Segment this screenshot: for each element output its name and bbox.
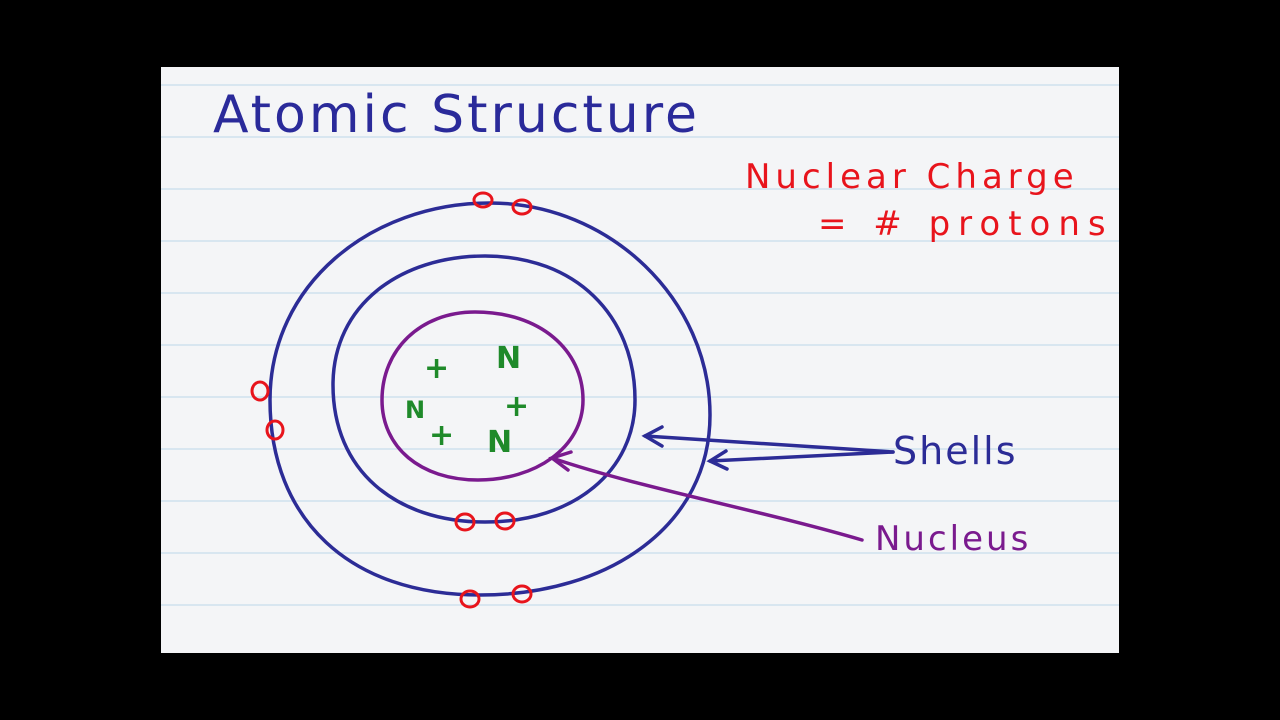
electron	[472, 191, 494, 209]
proton: +	[504, 389, 529, 424]
nucleus-particles: + N N + + N	[405, 341, 529, 460]
electron	[511, 584, 533, 604]
electron	[265, 419, 285, 441]
outer-shell	[268, 201, 712, 597]
neutron: N	[405, 396, 425, 424]
nucleus-label: Nucleus	[875, 519, 1031, 559]
electron	[511, 198, 533, 216]
electron	[459, 589, 481, 609]
page-title: Atomic Structure	[213, 85, 700, 145]
neutron: N	[496, 341, 521, 376]
shells-arrows	[641, 425, 895, 471]
note-line-2: = # protons	[818, 204, 1114, 244]
nucleus-circle	[380, 310, 585, 482]
ruled-lines	[161, 84, 1119, 606]
note-line-1: Nuclear Charge	[745, 157, 1079, 197]
shells-label: Shells	[893, 429, 1018, 473]
inner-shell	[331, 254, 637, 524]
paper-background	[161, 67, 1119, 653]
electron	[494, 511, 516, 531]
electrons	[250, 191, 533, 609]
nucleus-arrow	[548, 450, 864, 542]
electron	[250, 380, 270, 402]
proton: +	[429, 418, 454, 453]
neutron: N	[487, 425, 512, 460]
proton: +	[424, 351, 449, 386]
electron	[454, 512, 476, 532]
